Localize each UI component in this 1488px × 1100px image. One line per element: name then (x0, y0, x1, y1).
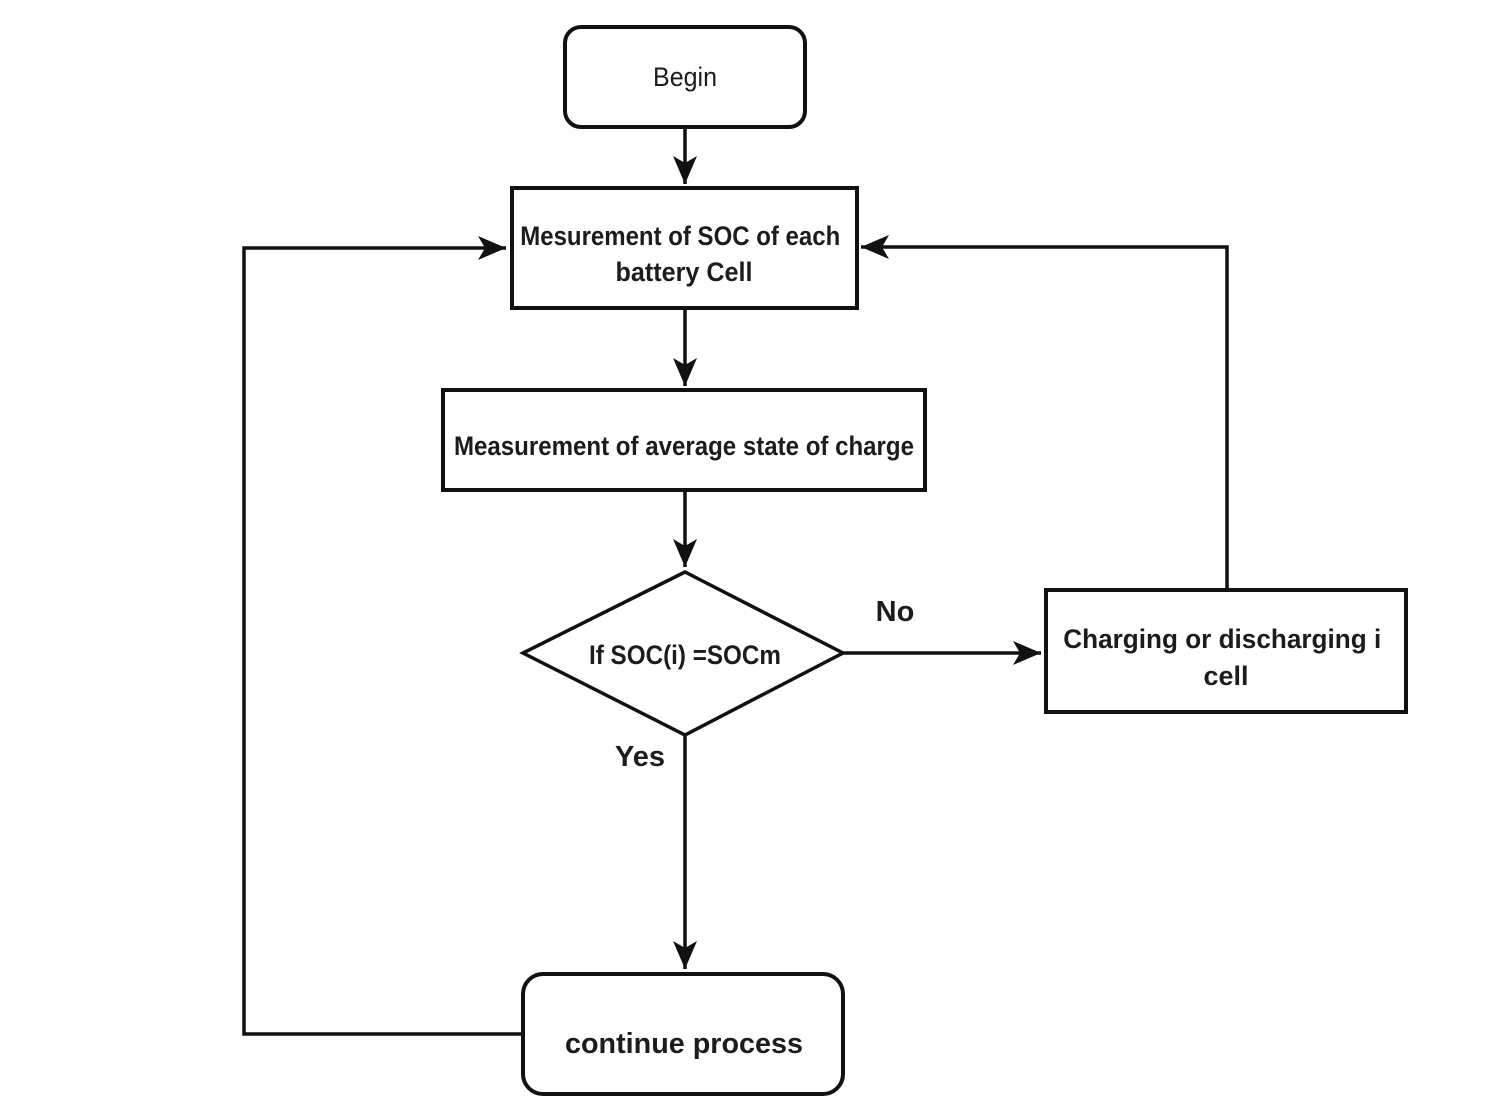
charging-node-label: Charging or discharging i cell (1063, 624, 1389, 691)
begin-node-label: Begin (653, 62, 717, 92)
measure-soc-node-label: Mesurement of SOC of each battery Cell (520, 221, 848, 287)
edge-continue-loop-to-soc (242, 236, 523, 1036)
measure-soc-node (510, 186, 859, 310)
continue-node-label: continue process (565, 1028, 803, 1060)
measure-avg-node-label: Measurement of average state of charge (454, 431, 914, 461)
edge-charging-loop-to-soc (861, 235, 1229, 590)
decision-diamond-label: If SOC(i) =SOCm (589, 640, 781, 670)
no-edge-label: No (876, 596, 915, 628)
decision-diamond (519, 570, 847, 737)
charging-node (1044, 588, 1408, 714)
measure-soc-label-line2: battery Cell (616, 257, 753, 287)
charging-label-line1: Charging or discharging i (1063, 624, 1381, 654)
begin-node (563, 25, 807, 129)
charging-label-line2: cell (1204, 661, 1249, 691)
yes-edge-label: Yes (615, 741, 665, 773)
measure-soc-label-line1: Mesurement of SOC of each (520, 221, 840, 251)
measure-avg-node (441, 388, 927, 492)
continue-node (521, 972, 845, 1096)
